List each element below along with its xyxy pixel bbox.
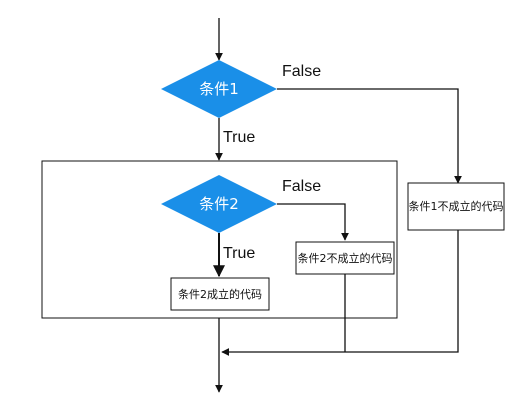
- condition2-false-arrow: [277, 203, 349, 241]
- cond2-true-code-box: [170, 277, 270, 311]
- condition1-decision: 条件1: [161, 60, 277, 118]
- cond1-false-code-box: [407, 182, 505, 231]
- cond2-false-code-node: 条件2不成立的代码: [295, 241, 395, 275]
- cond1-false-merge-arrow: [221, 230, 459, 356]
- condition2-diamond: [161, 175, 277, 233]
- condition2-decision: 条件2: [161, 175, 277, 233]
- cond2-false-code-label: 条件2不成立的代码: [298, 251, 393, 265]
- condition1-false-arrow: [277, 88, 462, 184]
- condition1-true-label: True: [223, 129, 255, 146]
- condition2-false-label: False: [282, 178, 321, 195]
- condition2-true-label: True: [223, 245, 255, 262]
- condition1-label: 条件1: [199, 80, 239, 98]
- cond2-true-code-node: 条件2成立的代码: [170, 277, 270, 311]
- condition1-diamond: [161, 60, 277, 118]
- cond1-false-code-label: 条件1不成立的代码: [409, 199, 504, 213]
- cond1-false-code-node: 条件1不成立的代码: [407, 182, 505, 231]
- cond2-true-code-label: 条件2成立的代码: [178, 287, 262, 301]
- condition2-label: 条件2: [199, 195, 239, 213]
- condition1-false-label: False: [282, 63, 321, 80]
